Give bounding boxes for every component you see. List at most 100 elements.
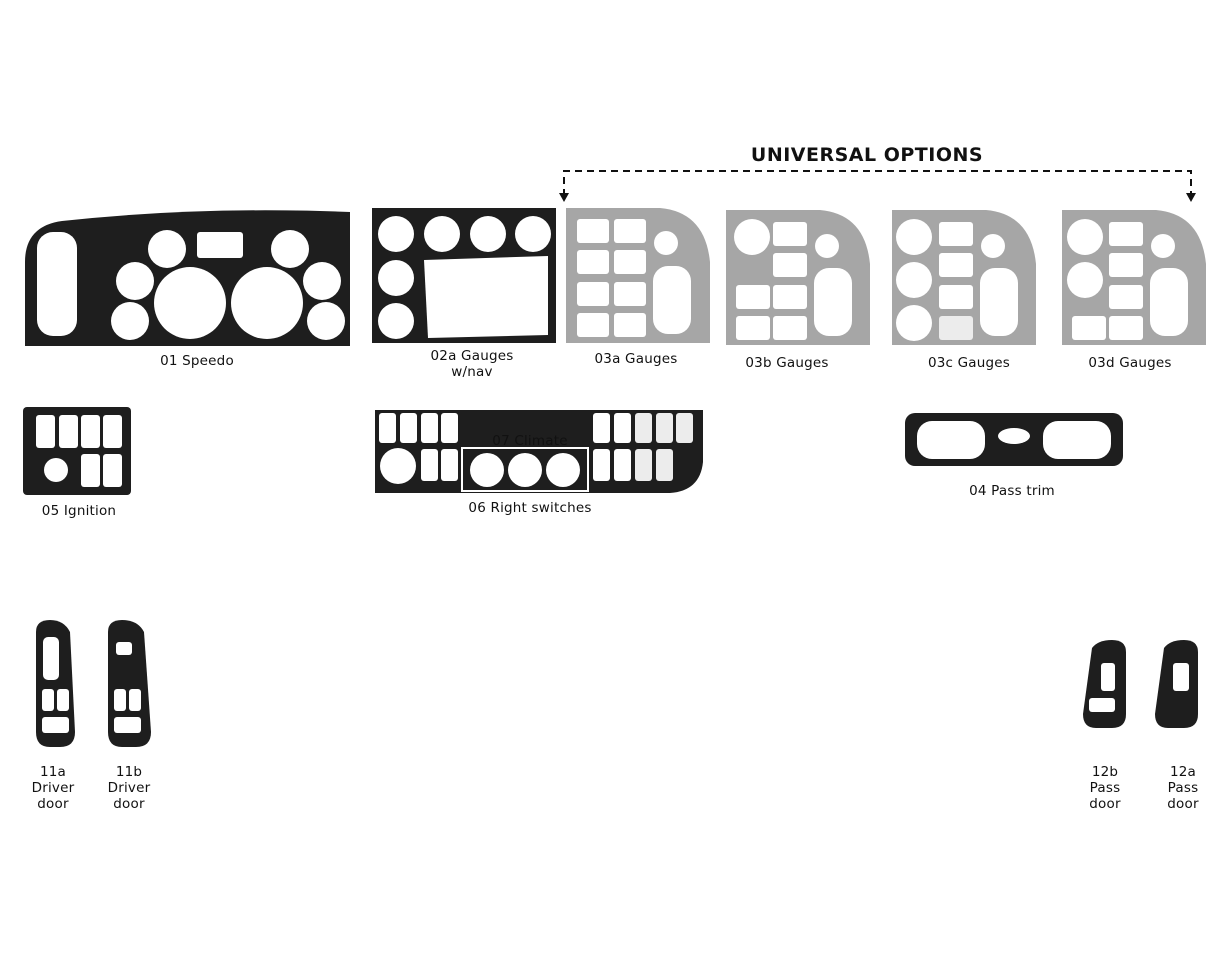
part-12a-pass-door: 12a Pass door: [1155, 640, 1199, 812]
switch-hole: [773, 253, 807, 277]
label-12a-line1: 12a: [1170, 764, 1196, 780]
switch-hole: [57, 689, 69, 711]
gauge-hole: [734, 219, 770, 255]
gauge-hole: [896, 262, 932, 298]
speedo-hole: [271, 230, 309, 268]
part-05-ignition: 05 Ignition: [23, 407, 131, 519]
label-11b-line1: 11b: [116, 764, 142, 780]
label-12a-line3: door: [1167, 796, 1199, 812]
gauge-hole: [424, 216, 460, 252]
switch-hole: [1101, 663, 1115, 691]
climate-knob-hole: [470, 453, 504, 487]
switch-hole: [577, 282, 609, 306]
switch-hole: [635, 449, 652, 481]
switch-hole: [614, 449, 631, 481]
label-speedo: 01 Speedo: [160, 353, 234, 369]
label-ignition: 05 Ignition: [42, 503, 116, 519]
gauge-hole: [654, 231, 678, 255]
switch-hole: [441, 413, 458, 443]
speedo-hole: [116, 262, 154, 300]
label-11b-line3: door: [113, 796, 145, 812]
switch-hole: [103, 454, 122, 487]
label-climate: 07 Climate: [492, 433, 567, 449]
switch-hole: [656, 413, 673, 443]
speedo-hole: [111, 302, 149, 340]
gauge-hole: [896, 219, 932, 255]
switch-hole: [42, 689, 54, 711]
vent-hole: [980, 268, 1018, 336]
switch-hole: [421, 449, 438, 481]
gauge-hole: [378, 216, 414, 252]
switch-hole: [116, 642, 132, 655]
vent-hole: [653, 266, 691, 334]
switch-hole: [577, 313, 609, 337]
part-03c-gauges: 03c Gauges: [892, 210, 1036, 371]
switch-hole: [593, 449, 610, 481]
switch-hole: [81, 454, 100, 487]
part-04-pass-trim: 04 Pass trim: [905, 413, 1123, 499]
universal-options-title: UNIVERSAL OPTIONS: [751, 144, 983, 166]
label-gauges-nav-line1: 02a Gauges: [431, 348, 514, 364]
switch-hole: [114, 689, 126, 711]
gauge-hole: [380, 448, 416, 484]
switch-hole: [1109, 285, 1143, 309]
switch-hole: [81, 415, 100, 448]
switch-hole: [635, 413, 652, 443]
speedo-hole: [303, 262, 341, 300]
gauge-hole: [1067, 262, 1103, 298]
universal-options-bracket: UNIVERSAL OPTIONS: [559, 144, 1196, 202]
gauge-hole: [815, 234, 839, 258]
switch-hole: [593, 413, 610, 443]
switch-hole: [614, 313, 646, 337]
label-gauges-nav-line2: w/nav: [451, 364, 492, 380]
switch-hole: [939, 253, 973, 277]
switch-hole: [114, 717, 141, 733]
switch-hole: [656, 449, 673, 481]
switch-hole: [1109, 222, 1143, 246]
switch-hole: [1072, 316, 1106, 340]
gauge-hole: [515, 216, 551, 252]
switch-hole: [379, 413, 396, 443]
label-12b-line3: door: [1089, 796, 1121, 812]
vent-hole: [1043, 421, 1111, 459]
part-03b-gauges: 03b Gauges: [726, 210, 870, 371]
switch-hole: [773, 316, 807, 340]
switch-hole: [59, 415, 78, 448]
label-gauges-3c: 03c Gauges: [928, 355, 1010, 371]
speedo-hole: [197, 232, 243, 258]
vent-hole: [917, 421, 985, 459]
dashed-bracket-line: [563, 170, 1192, 196]
gauge-hole: [1067, 219, 1103, 255]
part-07-climate: 07 Climate: [461, 433, 589, 492]
switch-hole: [42, 717, 69, 733]
switch-hole: [676, 413, 693, 443]
switch-hole: [36, 415, 55, 448]
label-right-switches: 06 Right switches: [468, 500, 591, 516]
nav-screen-opening: [424, 256, 548, 338]
part-01-speedo: 01 Speedo: [25, 210, 350, 369]
label-11b-line2: Driver: [108, 780, 151, 796]
label-12a-line2: Pass: [1168, 780, 1199, 796]
switch-hole: [43, 637, 59, 680]
label-gauges-3a: 03a Gauges: [595, 351, 678, 367]
switch-hole: [614, 413, 631, 443]
switch-hole: [736, 285, 770, 309]
part-02a-gauges-nav: 02a Gauges w/nav: [372, 208, 556, 380]
label-12b-line1: 12b: [1092, 764, 1118, 780]
label-gauges-3d: 03d Gauges: [1088, 355, 1171, 371]
arrow-down-icon-left: [559, 193, 569, 202]
switch-hole: [577, 250, 609, 274]
switch-hole: [736, 316, 770, 340]
switch-hole: [421, 413, 438, 443]
switch-hole: [614, 219, 646, 243]
gauge-hole: [470, 216, 506, 252]
climate-knob-hole: [508, 453, 542, 487]
gauge-hole: [378, 260, 414, 296]
switch-hole: [773, 222, 807, 246]
switch-hole: [1173, 663, 1189, 691]
switch-hole: [939, 222, 973, 246]
speedo-hole: [37, 232, 77, 336]
gauge-hole: [981, 234, 1005, 258]
tach-dial: [231, 267, 303, 339]
